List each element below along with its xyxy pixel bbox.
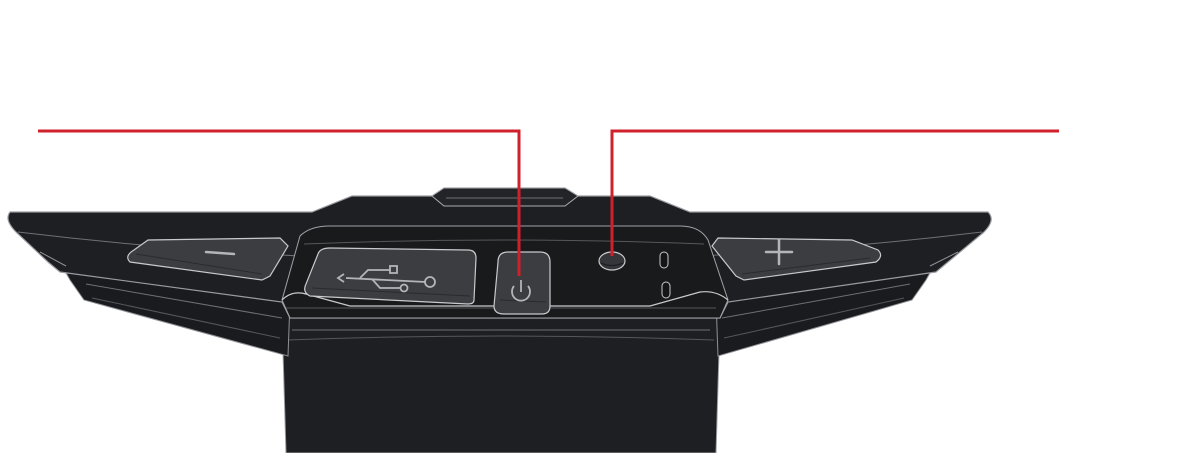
power-button[interactable]: [493, 251, 551, 315]
power-icon: [511, 280, 531, 302]
microphone-icon: [659, 251, 669, 269]
minus-icon: [204, 250, 236, 256]
volume-up-button[interactable]: [711, 237, 882, 281]
callout-led: [610, 129, 1059, 256]
device-stem: [281, 317, 721, 453]
status-led: [598, 251, 626, 271]
plus-icon: [764, 238, 794, 266]
microphone: [659, 251, 671, 299]
usb-port[interactable]: [304, 247, 477, 305]
volume-down-button[interactable]: [127, 237, 289, 281]
usb-icon: [336, 265, 436, 293]
callout-power: [38, 129, 521, 276]
